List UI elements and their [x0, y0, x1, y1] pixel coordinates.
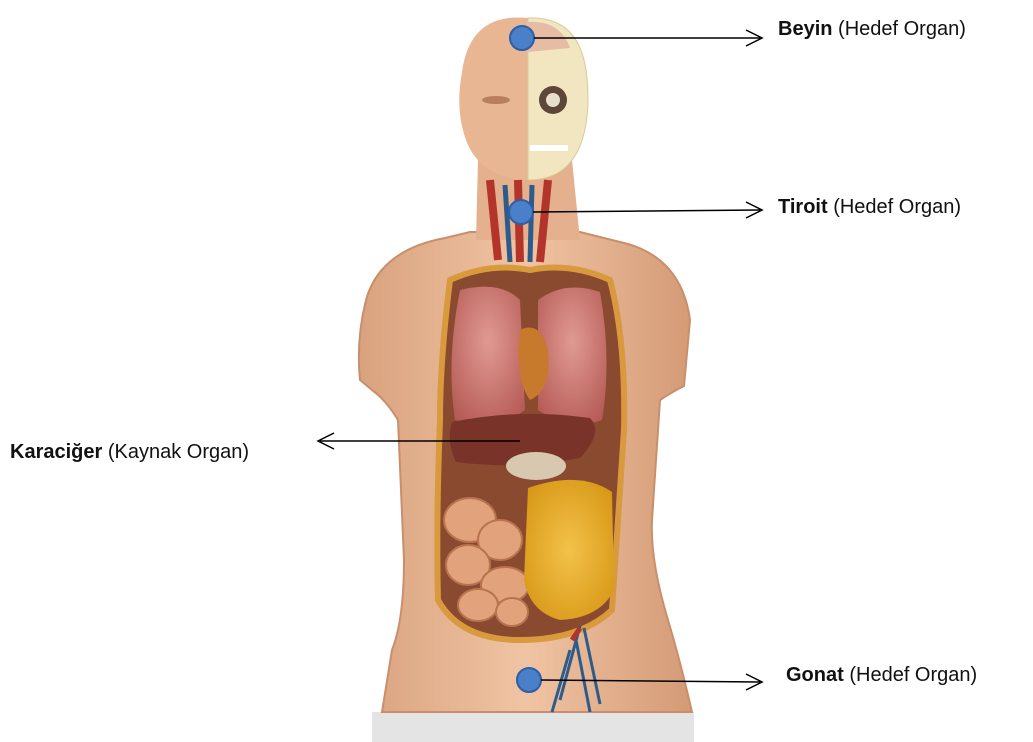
colon [524, 480, 614, 620]
lung-left [451, 287, 525, 424]
marker-brain [510, 26, 534, 50]
label-liver: Karaciğer (Kaynak Organ) [10, 441, 249, 464]
label-brain-name: Beyin [778, 18, 832, 40]
eye-closed [482, 96, 510, 104]
marker-thyroid [509, 200, 533, 224]
stand-base [372, 712, 694, 742]
label-liver-name: Karaciğer [10, 441, 102, 463]
label-gonad-name: Gonat [786, 664, 844, 686]
label-thyroid: Tiroit (Hedef Organ) [778, 196, 961, 219]
label-thyroid-role: (Hedef Organ) [833, 196, 961, 218]
label-thyroid-name: Tiroit [778, 196, 828, 218]
label-gonad-role: (Hedef Organ) [849, 664, 977, 686]
label-brain: Beyin (Hedef Organ) [778, 18, 966, 41]
stomach [506, 452, 566, 480]
marker-gonad [517, 668, 541, 692]
label-brain-role: (Hedef Organ) [838, 18, 966, 40]
label-gonad: Gonat (Hedef Organ) [786, 664, 977, 687]
label-liver-role: (Kaynak Organ) [108, 441, 249, 463]
